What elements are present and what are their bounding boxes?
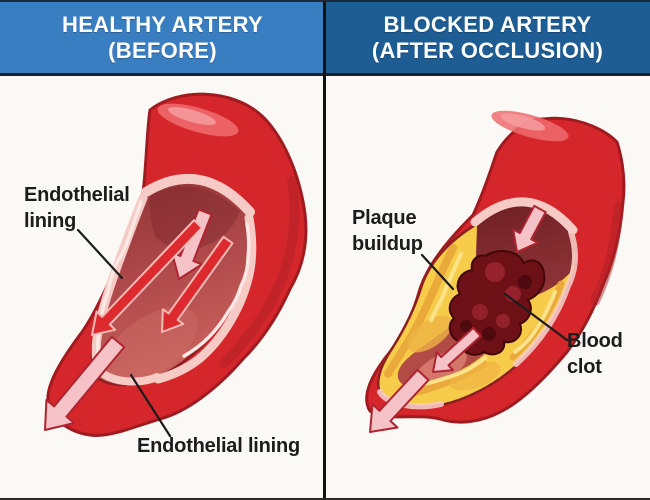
blocked-artery-header: BLOCKED ARTERY (AFTER OCCLUSION) <box>325 2 650 76</box>
leader-line-plaque <box>420 253 455 291</box>
blocked-artery-title: BLOCKED ARTERY <box>383 11 592 37</box>
artery-shadow-edge <box>219 176 300 368</box>
cut-edge-rim <box>141 173 255 217</box>
fast-flow-arrow-left <box>91 219 203 336</box>
endothelial-lining-band-right <box>153 213 257 384</box>
plaque-shading <box>384 244 457 378</box>
plaque-highlight <box>513 290 557 354</box>
plaque-highlight <box>429 252 463 322</box>
blood-clot-label: Blood clot <box>567 330 623 378</box>
artery-highlight-bright <box>500 113 546 131</box>
healthy-artery-subtitle: (BEFORE) <box>108 37 217 63</box>
reduced-flow-arrow-top <box>512 204 547 253</box>
plaque-buildup-label: Plaque buildup <box>352 207 423 255</box>
fast-flow-arrow-right <box>161 235 234 333</box>
clot-shadow <box>460 320 472 332</box>
endothelial-lining-label-top: Endothelial lining <box>24 184 130 232</box>
leader-line-endothelial-top <box>76 228 124 280</box>
artery-shadow-edge <box>590 201 624 306</box>
clot-highlight <box>496 314 510 328</box>
leader-line-clot <box>503 292 569 342</box>
healthy-artery-title: HEALTHY ARTERY <box>62 11 263 37</box>
blocked-artery-illustration <box>365 110 626 433</box>
blood-flow-arrow-exit <box>44 335 126 431</box>
panel-divider <box>323 2 326 498</box>
cut-edge-rim-right <box>513 229 578 367</box>
plaque-blob <box>407 315 453 353</box>
clot-shadow <box>518 275 532 289</box>
leader-line-endothelial-bottom <box>129 373 172 438</box>
healthy-artery-header: HEALTHY ARTERY (BEFORE) <box>0 2 325 76</box>
artery-highlight-bright <box>167 107 217 125</box>
plaque-blob <box>449 361 501 391</box>
clot-shadow <box>482 327 496 341</box>
plaque-highlight <box>413 356 487 388</box>
clot-highlight <box>472 304 488 320</box>
reduced-flow-arrow-exit <box>369 368 430 433</box>
clot-highlight <box>485 262 505 282</box>
endothelial-lining-squiggle-right <box>182 222 251 358</box>
cut-edge-rim <box>470 197 578 235</box>
healthy-artery-illustration <box>44 92 308 438</box>
reduced-flow-arrow-mid <box>432 326 482 373</box>
blocked-artery-subtitle: (AFTER OCCLUSION) <box>371 37 604 63</box>
endothelial-lining-band-bottom <box>94 366 161 386</box>
endothelial-lining-label-bottom: Endothelial lining <box>137 435 301 457</box>
